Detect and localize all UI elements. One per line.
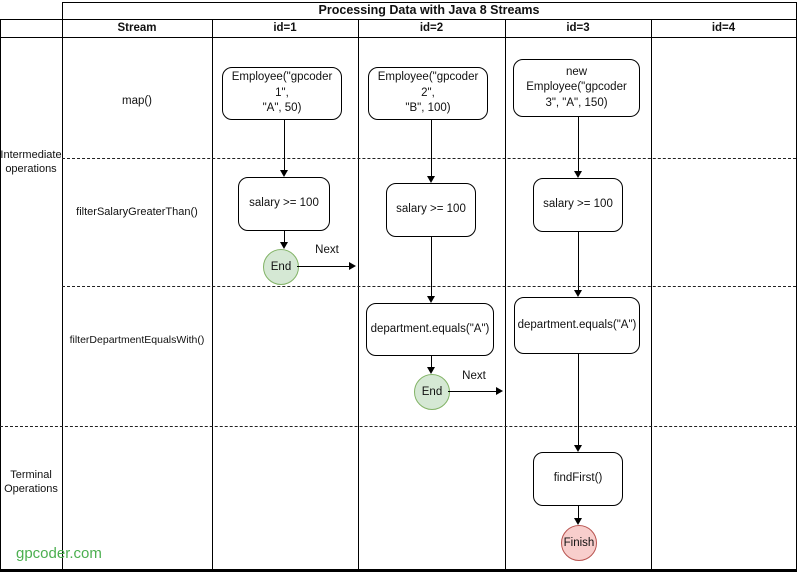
arrow-sal3-to-dep3	[578, 232, 579, 290]
node-findfirst-id3: findFirst()	[533, 452, 623, 506]
grid-line-col-id2	[358, 19, 359, 572]
node-employee-id1: Employee("gpcoder 1", "A", 50)	[222, 67, 342, 120]
arrow-dep2-to-end2	[431, 356, 432, 367]
arrowhead-end1-next	[349, 262, 356, 270]
diagram-title: Processing Data with Java 8 Streams	[318, 2, 540, 17]
grid-line-stream-left	[62, 2, 63, 572]
column-header-id4: id=4	[711, 21, 736, 34]
watermark-gpcoder: gpcoder.com	[16, 545, 102, 562]
column-header-stream: Stream	[117, 21, 157, 34]
row-label-map: map()	[121, 94, 153, 107]
arrowhead-findfirst-to-finish	[574, 518, 582, 525]
arrow-end1-next	[297, 266, 349, 267]
grid-line-top	[62, 2, 796, 3]
grid-line-title-bottom	[0, 19, 797, 20]
grid-line-col-id4	[651, 19, 652, 572]
node-salary-filter-id3: salary >= 100	[533, 178, 623, 232]
arrowhead-sal3-to-dep3	[574, 290, 582, 297]
arrow-end2-next	[448, 391, 496, 392]
arrowhead-sal2-to-dep2	[427, 296, 435, 303]
grid-line-left	[0, 19, 1, 572]
node-end-id1: End	[263, 249, 299, 285]
grid-line-header-bottom	[0, 37, 797, 38]
grid-line-right	[796, 2, 797, 572]
column-header-id3: id=3	[566, 21, 590, 34]
column-header-id2: id=2	[419, 21, 444, 34]
arrowhead-sal1-to-end1	[280, 242, 288, 249]
arrowhead-emp1-to-sal1	[280, 170, 288, 177]
row-label-filter-department: filterDepartmentEqualsWith()	[69, 334, 205, 347]
arrow-findfirst-to-finish	[578, 506, 579, 518]
row-label-filter-salary: filterSalaryGreaterThan()	[76, 206, 198, 219]
node-employee-id2: Employee("gpcoder 2", "B", 100)	[368, 67, 488, 120]
arrow-emp2-to-sal2	[431, 120, 432, 176]
arrowhead-dep2-to-end2	[427, 367, 435, 374]
edge-label-next-id2: Next	[462, 369, 486, 382]
node-finish-id3: Finish	[561, 525, 597, 561]
column-header-id1: id=1	[273, 21, 297, 34]
arrowhead-end2-next	[496, 387, 503, 395]
row-divider-map-filter	[62, 158, 796, 159]
arrowhead-emp2-to-sal2	[427, 176, 435, 183]
node-salary-filter-id1: salary >= 100	[238, 177, 330, 231]
node-department-filter-id2: department.equals("A")	[366, 303, 494, 356]
group-label-terminal-operations: Terminal Operations	[4, 469, 58, 495]
row-divider-filter-filter	[62, 286, 796, 287]
arrow-emp3-to-sal3	[578, 117, 579, 171]
arrow-sal1-to-end1	[284, 231, 285, 242]
arrow-dep3-to-findfirst	[578, 354, 579, 445]
arrow-sal2-to-dep2	[431, 237, 432, 296]
grid-line-col-id1	[212, 19, 213, 572]
node-salary-filter-id2: salary >= 100	[386, 183, 476, 237]
row-divider-intermediate-terminal	[0, 426, 797, 427]
grid-line-col-id3	[505, 19, 506, 572]
arrowhead-dep3-to-findfirst	[574, 445, 582, 452]
node-department-filter-id3: department.equals("A")	[514, 297, 640, 354]
edge-label-next-id1: Next	[315, 243, 339, 256]
group-label-intermediate-operations: Intermediate operations	[0, 149, 62, 175]
grid-line-bottom	[0, 569, 797, 572]
arrowhead-emp3-to-sal3	[574, 171, 582, 178]
arrow-emp1-to-sal1	[284, 120, 285, 170]
node-employee-id3: new Employee("gpcoder 3", "A", 150)	[513, 59, 640, 117]
node-end-id2: End	[414, 374, 450, 410]
